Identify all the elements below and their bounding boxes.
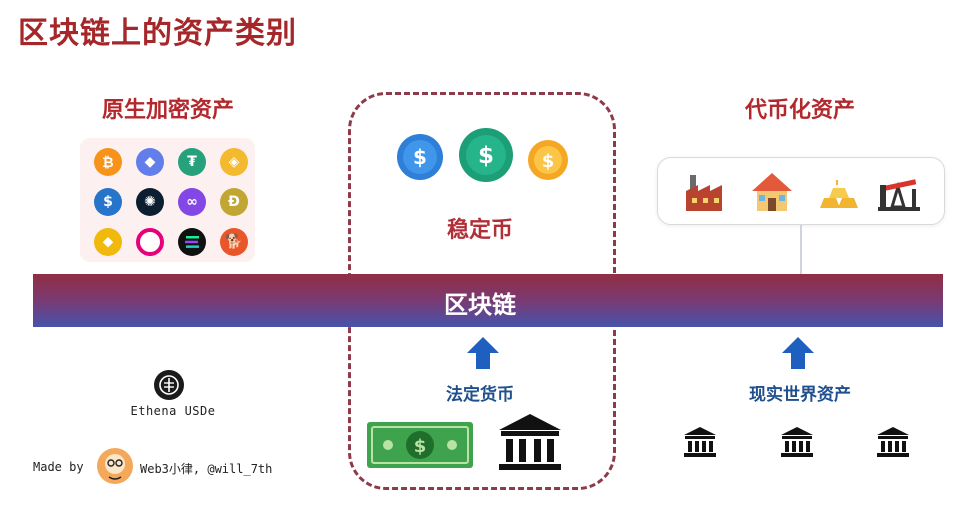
svg-text:$: $ xyxy=(542,151,555,172)
polygon-icon: ∞ xyxy=(178,188,206,216)
svg-text:$: $ xyxy=(413,145,427,169)
oil-pump-icon xyxy=(878,179,920,211)
stablecoin-label: 稳定币 xyxy=(446,218,513,243)
dollar-coin-green-icon: $ xyxy=(459,128,513,182)
gold-bars-icon xyxy=(820,180,858,208)
tether-icon: ₮ xyxy=(178,148,206,176)
svg-text:$: $ xyxy=(478,143,494,169)
blockchain-label: 区块链 xyxy=(444,291,516,319)
connector-line xyxy=(800,225,802,275)
bnb-icon: ◈ xyxy=(220,148,248,176)
cardano-icon: ✺ xyxy=(136,188,164,216)
author-handle: Web3小律, @will_7th xyxy=(140,462,273,476)
dollar-coin-blue-icon: $ xyxy=(397,134,443,180)
bank-icon xyxy=(684,427,716,457)
tokenized-assets-box xyxy=(657,157,945,225)
dogecoin-icon: Ð xyxy=(220,188,248,216)
bank-icon xyxy=(781,427,813,457)
avatar xyxy=(97,448,133,484)
usdc-icon: $ xyxy=(94,188,122,216)
up-arrow-icon xyxy=(467,337,499,369)
page-title: 区块链上的资产类别 xyxy=(18,16,297,51)
blockchain-band xyxy=(33,274,943,327)
ethena-logo-icon xyxy=(154,370,184,400)
house-icon xyxy=(752,173,792,211)
solana-icon xyxy=(178,228,206,256)
ethena-usde-label: Ethena USDe xyxy=(130,404,216,418)
factory-icon xyxy=(686,175,722,211)
bank-icon xyxy=(499,414,561,470)
banknote-icon: $ xyxy=(367,422,473,468)
up-arrow-icon xyxy=(782,337,814,369)
bank-icon xyxy=(877,427,909,457)
shiba-inu-icon: 🐕 xyxy=(220,228,248,256)
dollar-coin-gold-icon: $ xyxy=(528,140,568,180)
bitcoin-icon: ₿ xyxy=(94,148,122,176)
fiat-currency-label: 法定货币 xyxy=(446,385,514,405)
native-crypto-title: 原生加密资产 xyxy=(101,98,234,123)
ethereum-icon: ◆ xyxy=(136,148,164,176)
crypto-icon-grid: ₿ ◆ ₮ ◈ $ ✺ ∞ Ð ⬥ 🐕 xyxy=(80,138,255,262)
tokenized-assets-title: 代币化资产 xyxy=(744,98,855,123)
svg-text:$: $ xyxy=(414,436,427,457)
polkadot-icon xyxy=(136,228,164,256)
real-world-assets-label: 现实世界资产 xyxy=(749,385,851,405)
made-by-label: Made by xyxy=(33,460,84,474)
binance-usd-icon: ⬥ xyxy=(94,228,122,256)
